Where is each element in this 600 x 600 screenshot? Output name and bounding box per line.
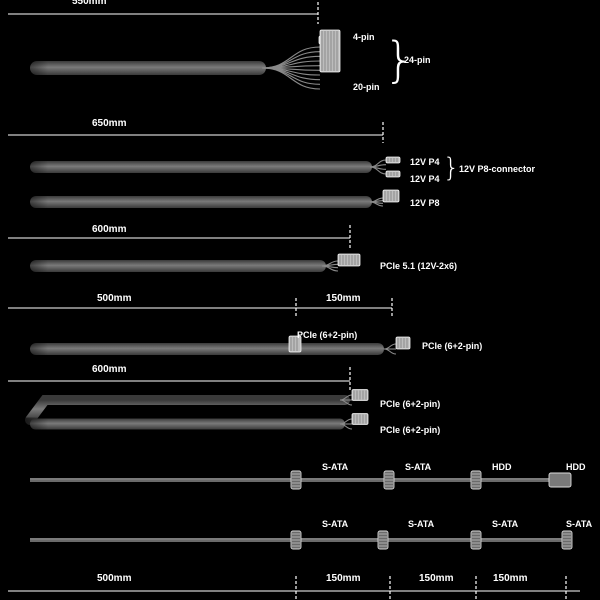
- connector-label-sata-b: S-ATA: [405, 462, 432, 472]
- wire-cpu-p4: [369, 166, 387, 175]
- pin-label-4pin: 4-pin: [353, 32, 375, 42]
- connector-label-sata-4: S-ATA: [566, 519, 593, 529]
- length-label-pcie51: 600mm: [92, 224, 127, 235]
- connector-label-sata-a: S-ATA: [322, 462, 349, 472]
- wire-pcie-dual-a: [339, 399, 353, 406]
- connector-label-sata-3: S-ATA: [492, 519, 519, 529]
- wire-cpu-p8: [369, 201, 384, 207]
- plug-p4-b: [385, 170, 401, 178]
- brace-p8: }: [443, 153, 460, 183]
- length-label-sata-150-b: 150mm: [419, 573, 454, 584]
- cable-pcie51: [30, 260, 326, 272]
- connector-label-sata-1: S-ATA: [322, 519, 349, 529]
- connector-label-pcie-mid: PCIe (6+2-pin): [297, 330, 358, 340]
- length-label-24pin: 550mm: [72, 0, 107, 7]
- pin-label-20pin: 20-pin: [353, 82, 380, 92]
- cable-fade-pcie-daisy: [8, 342, 48, 356]
- cable-fade-pcie51: [8, 259, 48, 273]
- wire-pcie-daisy: [383, 348, 397, 355]
- connector-label-pcie-dual-b: PCIe (6+2-pin): [380, 425, 441, 435]
- length-label-sata-150-c: 150mm: [493, 573, 528, 584]
- length-label-cpu: 650mm: [92, 118, 127, 129]
- connector-label-p4-b: 12V P4: [410, 174, 440, 184]
- plug-pcie-end: [395, 336, 411, 350]
- cable-cpu-p4: [30, 161, 372, 173]
- length-label-pcie-150: 150mm: [326, 293, 361, 304]
- wire-pcie-daisy: [383, 343, 397, 350]
- plug-hdd-b: [548, 472, 572, 488]
- cable-fade-cpu-p4: [8, 160, 48, 174]
- connector-label-p8: 12V P8: [410, 198, 440, 208]
- pin-label-24pin: 24-pin: [404, 55, 431, 65]
- connector-label-hdd-a: HDD: [492, 462, 512, 472]
- plug-p4-a: [385, 156, 401, 164]
- cable-pcie-daisy: [30, 343, 384, 355]
- length-label-sata-500: 500mm: [97, 573, 132, 584]
- connector-label-pcie-end: PCIe (6+2-pin): [422, 341, 483, 351]
- wire-24pin: [261, 67, 321, 90]
- brace-24pin: }: [384, 32, 415, 88]
- cable-fade-24pin: [8, 60, 48, 76]
- cable-24pin: [30, 61, 266, 75]
- cable-pcie-dual-a: [25, 395, 350, 425]
- connector-label-p4-a: 12V P4: [410, 157, 440, 167]
- connector-label-hdd-b: HDD: [566, 462, 586, 472]
- length-label-pcie-dual: 600mm: [92, 364, 127, 375]
- wire-pcie-dual-b: [339, 423, 353, 430]
- length-label-sata-150-a: 150mm: [326, 573, 361, 584]
- cable-pcie-dual-b: [30, 418, 345, 430]
- cable-cpu-p8: [30, 196, 372, 208]
- plug-pcie-mid: [288, 335, 302, 353]
- connector-label-pcie-dual-a: PCIe (6+2-pin): [380, 399, 441, 409]
- length-label-pcie-500: 500mm: [97, 293, 132, 304]
- connector-label-pcie51: PCIe 5.1 (12V-2x6): [380, 261, 458, 271]
- cable-fade-pcie-dual: [8, 417, 48, 431]
- connector-label-sata-2: S-ATA: [408, 519, 435, 529]
- cable-fade-cpu-p8: [8, 195, 48, 209]
- connector-group-label-p8: 12V P8-connector: [459, 164, 536, 174]
- wire-pcie51: [321, 265, 339, 272]
